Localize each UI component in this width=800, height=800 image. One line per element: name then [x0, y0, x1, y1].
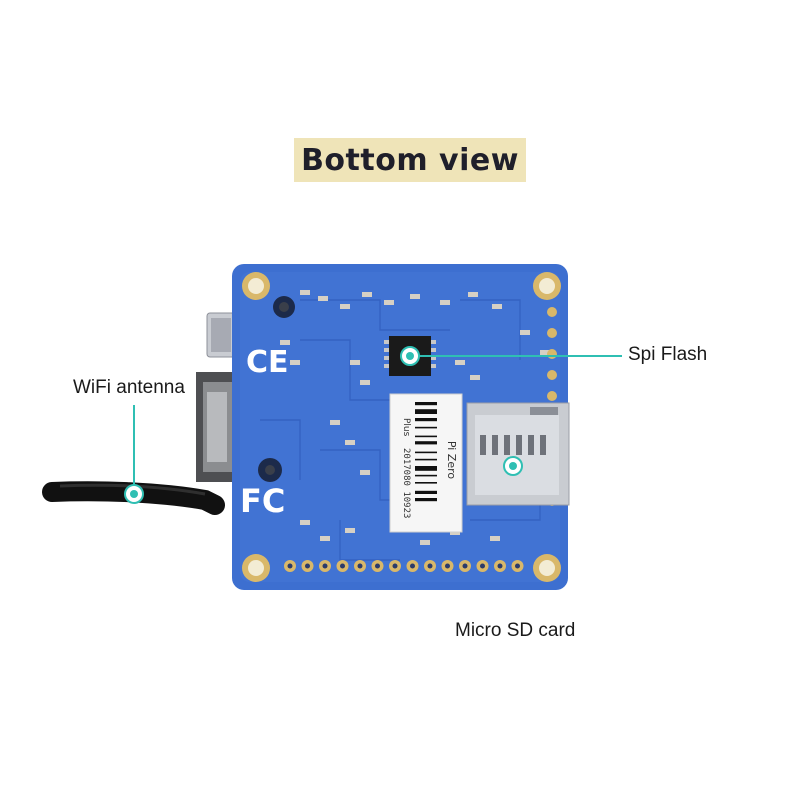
gpio-pad-hole: [480, 563, 485, 569]
fcc-mark: FC: [240, 482, 285, 520]
side-pad: [547, 328, 557, 338]
gpio-pad-hole: [375, 563, 380, 569]
gpio-pad-hole: [305, 563, 310, 569]
sticker-subtitle: Plus: [401, 418, 411, 437]
gpio-pad-hole: [340, 563, 345, 569]
gpio-pads: [284, 560, 524, 572]
barcode-bar: [415, 418, 437, 422]
sticker-title: Pi Zero: [445, 441, 458, 480]
barcode-bar: [415, 435, 437, 438]
gpio-pad-hole: [410, 563, 415, 569]
micro-sd-label: Micro SD card: [455, 620, 576, 641]
side-pad: [547, 391, 557, 401]
page-title: Bottom view: [301, 142, 519, 178]
callout-lines: [133, 355, 622, 494]
title-banner: Bottom view: [294, 138, 526, 182]
barcode-bar: [415, 426, 437, 429]
gpio-pad-hole: [462, 563, 468, 569]
spi-flash-label: Spi Flash: [628, 344, 708, 365]
wifi-antenna-label: WiFi antenna: [73, 377, 185, 398]
callout-dots: [124, 346, 523, 504]
barcode-bar: [415, 498, 437, 502]
barcode-bar: [415, 490, 437, 494]
barcode-bar: [415, 458, 437, 461]
ce-mark: CE: [246, 345, 289, 380]
gpio-pad-hole: [445, 563, 450, 569]
gpio-pad-hole: [515, 563, 520, 569]
barcode-sticker: Pi Zero Plus 2017080 10923: [389, 393, 463, 533]
gpio-pad-hole: [357, 563, 363, 569]
barcode-bar: [415, 474, 437, 477]
gpio-pad-hole: [392, 563, 398, 569]
barcode-bar: [415, 441, 437, 445]
side-pad: [547, 307, 557, 317]
barcode-bar: [415, 466, 437, 471]
side-pad: [547, 349, 557, 359]
barcode-bar: [415, 451, 437, 454]
gpio-pad-hole: [497, 563, 503, 569]
gpio-pad-hole: [287, 563, 293, 569]
gpio-pad-hole: [427, 563, 433, 569]
barcode-bar: [415, 482, 437, 484]
sticker-serial: 2017080 10923: [401, 448, 411, 518]
gpio-pad-hole: [322, 563, 328, 569]
barcode-bar: [415, 402, 437, 406]
barcode-bar: [415, 409, 437, 414]
mounting-holes: [242, 272, 561, 582]
micro-sd-slot: [466, 402, 570, 506]
side-pad: [547, 370, 557, 380]
